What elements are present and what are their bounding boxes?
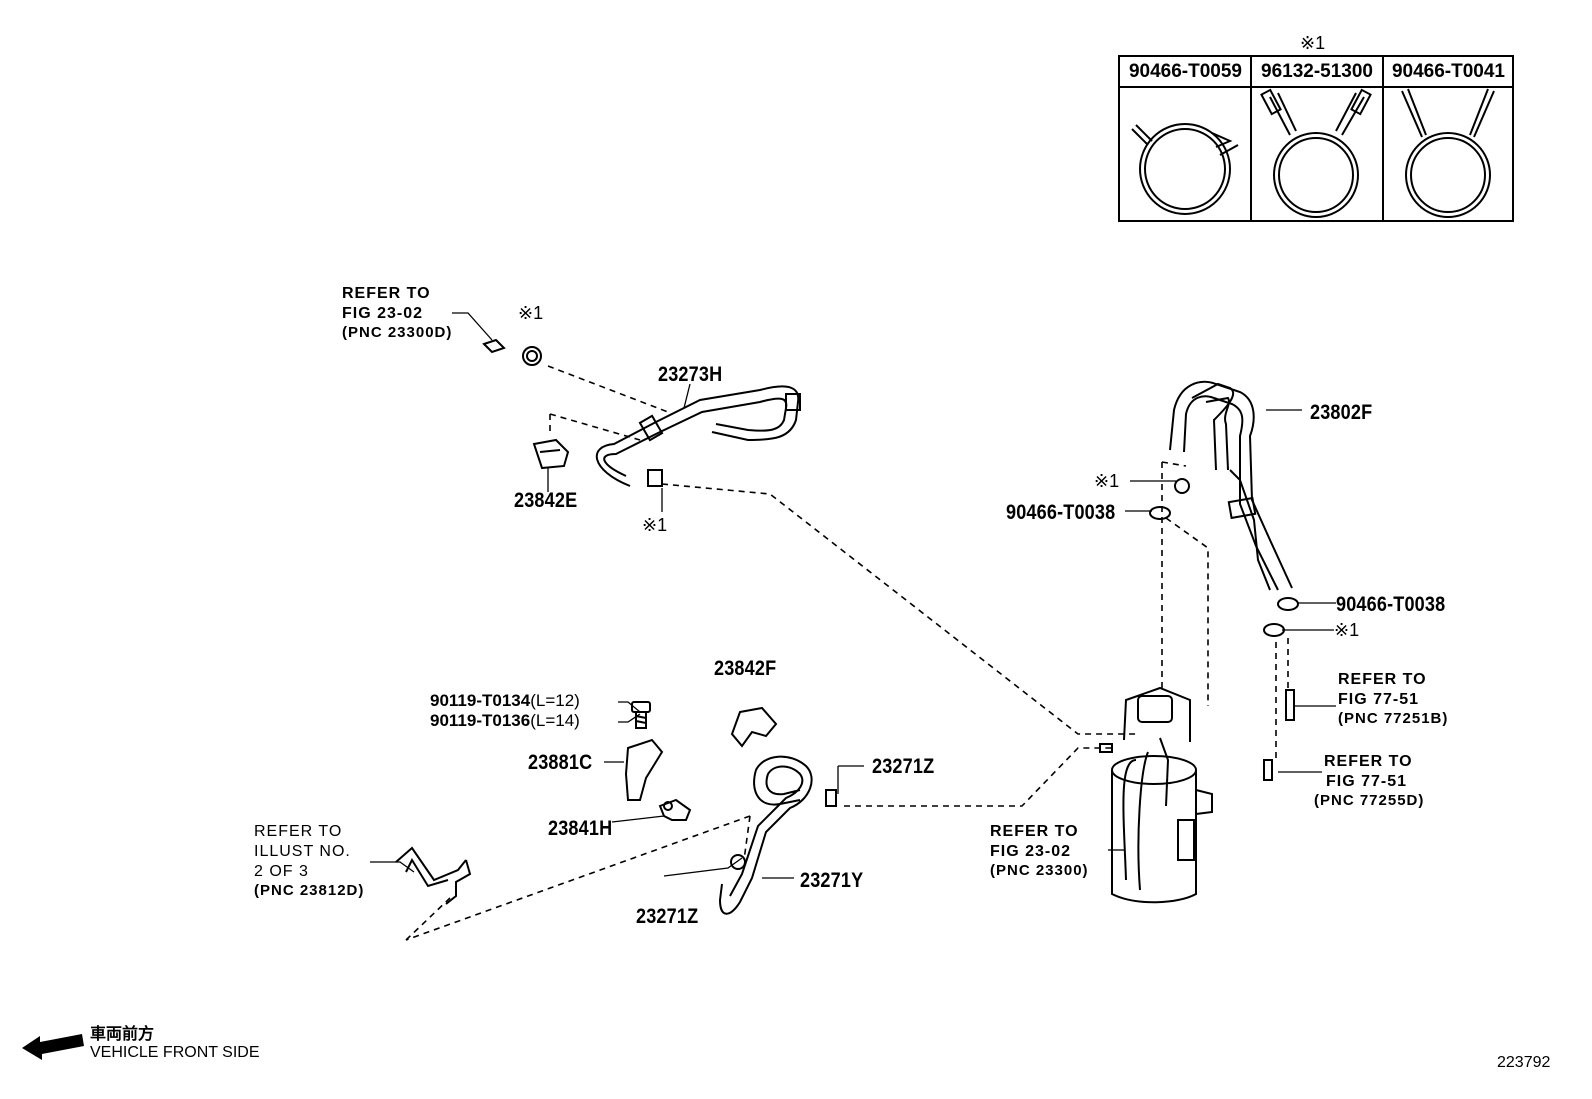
illustration-id: 223792 [1497,1054,1551,1071]
bracket-23842f [730,706,778,748]
part-90466-t0038-lower[interactable]: 90466-T0038 [1336,593,1446,616]
part-23842f[interactable]: 23842F [714,657,777,680]
part-23881c[interactable]: 23881C [528,751,593,774]
part-23802f[interactable]: 23802F [1310,401,1373,424]
clamp-col-1-part[interactable]: 90466-T0059 [1120,57,1251,88]
clamp-icon-spring-overlap [1131,123,1239,215]
hose-23802f [1169,380,1293,591]
pipe-23812d [395,846,472,905]
refer-illust-2-of-3[interactable]: REFER TO ILLUST NO. 2 OF 3 (PNC 23812D) [254,823,365,899]
refer-fig-77-51-pnc-77251b[interactable]: REFER TO FIG 77-51 (PNC 77251B) [1338,671,1449,727]
clamp-mark-d: ※1 [1334,620,1360,640]
bolt-90119-t0134[interactable]: 90119-T0134(L=12) [430,691,580,710]
bracket-23881c [624,738,664,801]
clamp-icon-wire-handles [1260,88,1372,218]
refer-fig-77-51-pnc-77255d[interactable]: REFER TO FIG 77-51 (PNC 77255D) [1314,753,1425,809]
clamp-col-3-part[interactable]: 90466-T0041 [1383,57,1514,88]
part-23842e[interactable]: 23842E [514,489,578,512]
canister-23300 [1099,686,1213,904]
bracket-23842e [532,438,570,470]
bolt-90119-t0136[interactable]: 90119-T0136(L=14) [430,711,580,730]
clamp-icons [1131,88,1495,218]
clamp-mark-a: ※1 [518,303,544,323]
clamp-divider [1382,57,1384,220]
clamp-mark-b: ※1 [642,515,668,535]
hose-23273h [595,385,801,487]
part-90466-t0038-upper[interactable]: 90466-T0038 [1006,501,1116,524]
clamp-icon-wire-open [1401,88,1495,218]
front-arrow-icon [22,1034,84,1060]
part-23273h[interactable]: 23273H [658,363,723,386]
part-23271z-lower[interactable]: 23271Z [636,905,699,928]
hose-23271y [718,755,813,915]
pipe-ends-77251b-77255d [1263,689,1295,781]
leader-lines [370,312,1336,879]
clip-23841h [658,798,692,821]
clamp-col-2-part[interactable]: 96132-51300 [1251,57,1383,88]
part-23271y[interactable]: 23271Y [800,869,864,892]
refer-fig-23-02-pnc-23300[interactable]: REFER TO FIG 23-02 (PNC 23300) [990,823,1089,879]
bolt-90119 [631,701,651,729]
vehicle-front-label-en: VEHICLE FRONT SIDE [90,1044,260,1061]
clamp-table-note: ※1 [1300,33,1326,53]
part-23841h[interactable]: 23841H [548,817,613,840]
clamp-shapes [482,338,1299,870]
clamp-mark-c: ※1 [1094,471,1120,491]
refer-fig-23-02-pnc-23300d[interactable]: REFER TO FIG 23-02 (PNC 23300D) [342,285,453,341]
vehicle-front-label-jp: 車両前方 [90,1024,155,1043]
clamp-table: 90466-T0059 96132-51300 90466-T0041 [1118,55,1514,222]
dashed-connection-lines [405,365,1289,941]
part-23271z-clamp[interactable]: 23271Z [872,755,935,778]
clamp-divider [1250,57,1252,220]
